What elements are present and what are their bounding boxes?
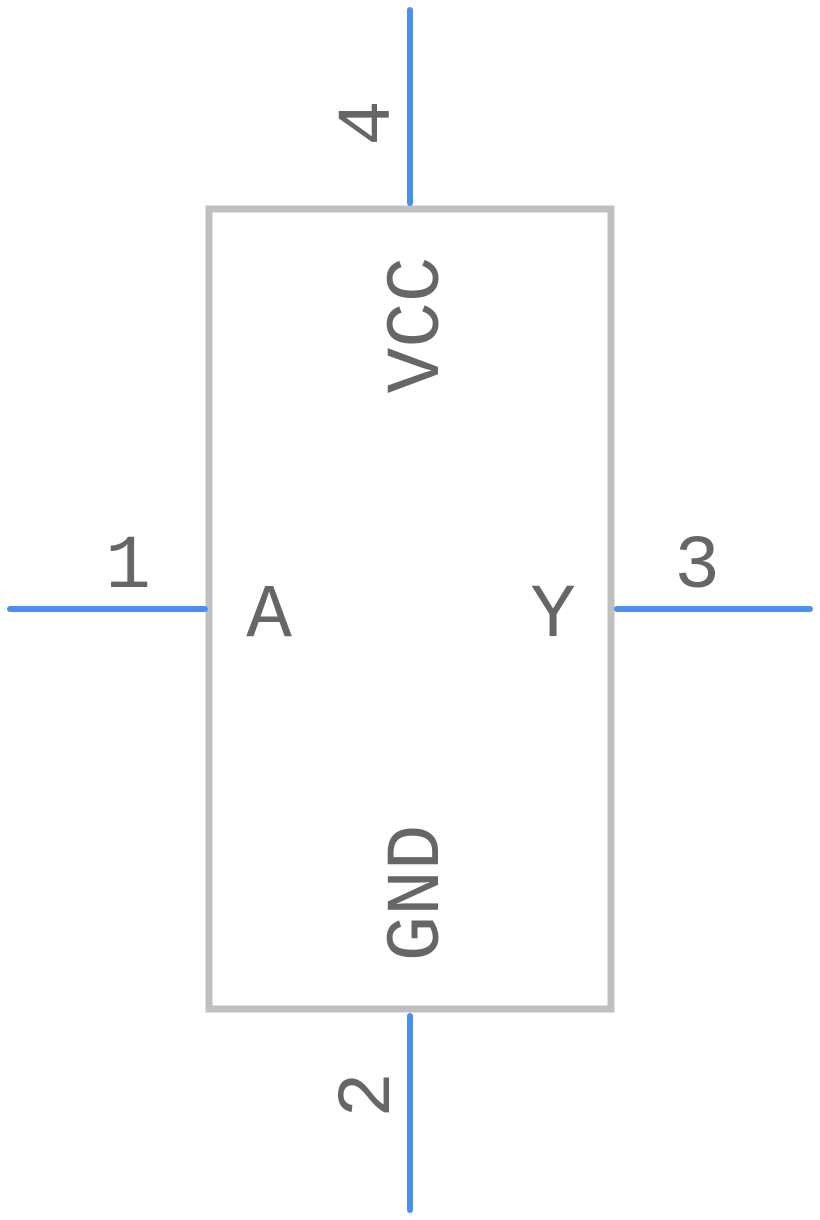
pin-2-name: GND [375, 825, 461, 962]
pin-2-number: 2 [326, 1072, 412, 1118]
pin-1-number: 1 [105, 524, 151, 610]
pin-4-name: VCC [375, 257, 461, 394]
pin-3-name: Y [530, 573, 576, 659]
pin-1-name: A [246, 573, 292, 659]
pin-3-number: 3 [674, 524, 720, 610]
component-body [205, 205, 615, 1013]
pin-4-number: 4 [326, 100, 412, 146]
